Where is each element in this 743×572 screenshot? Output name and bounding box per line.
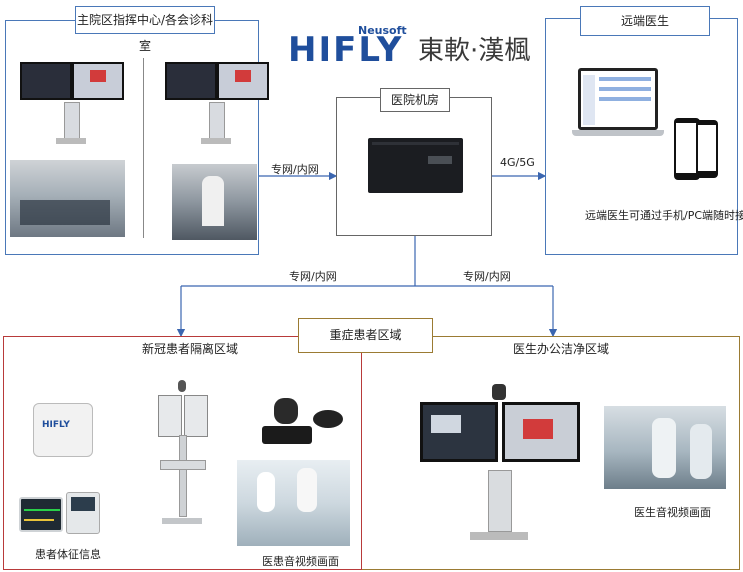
remote-doctor-title: 远端医生	[580, 6, 710, 36]
server-device	[368, 138, 463, 193]
isolation-zone-title: 新冠患者隔离区域	[142, 342, 239, 356]
main-hospital-title: 主院区指挥中心/各会诊科室	[75, 6, 215, 53]
clean-zone-title: 医生办公洁净区域	[513, 342, 610, 356]
phone-device-2	[696, 120, 718, 178]
phone-device	[674, 118, 700, 180]
patient-av-caption: 医患音视频画面	[262, 555, 339, 568]
link-label-cellular: 4G/5G	[500, 156, 535, 169]
consultation-room-photo-1	[10, 160, 125, 237]
patient-monitor	[19, 497, 63, 532]
gateway-logo: HIFLY	[42, 420, 70, 430]
video-terminal-right	[165, 62, 269, 157]
clean-zone-terminal	[420, 384, 582, 550]
brand-neusoft: Neusoft	[358, 24, 407, 37]
machine-room-title: 医院机房	[380, 88, 450, 112]
medical-cart-terminal	[148, 380, 216, 540]
video-terminal-left	[20, 62, 124, 157]
vitals-caption: 患者体征信息	[35, 548, 101, 561]
patient-av-photo	[237, 460, 350, 546]
link-label-private-1: 专网/内网	[271, 163, 319, 176]
ventilator	[66, 492, 100, 534]
laptop-device	[572, 68, 664, 144]
brand-logo: HIFLY	[288, 30, 404, 70]
link-label-private-2: 专网/内网	[289, 270, 337, 283]
critical-area-title: 重症患者区域	[298, 318, 433, 353]
ptz-camera	[262, 398, 312, 448]
doctor-av-caption: 医生音视频画面	[634, 506, 711, 519]
link-label-private-3: 专网/内网	[463, 270, 511, 283]
consultation-room-photo-2	[172, 164, 257, 240]
brand-chinese: 東軟·漢楓	[418, 36, 531, 66]
hifly-gateway-device: HIFLY	[33, 403, 93, 457]
doctor-av-photo	[604, 406, 726, 489]
conference-microphone	[313, 410, 343, 428]
remote-note: 远端医生可通过手机/PC端随时接入	[585, 209, 743, 222]
